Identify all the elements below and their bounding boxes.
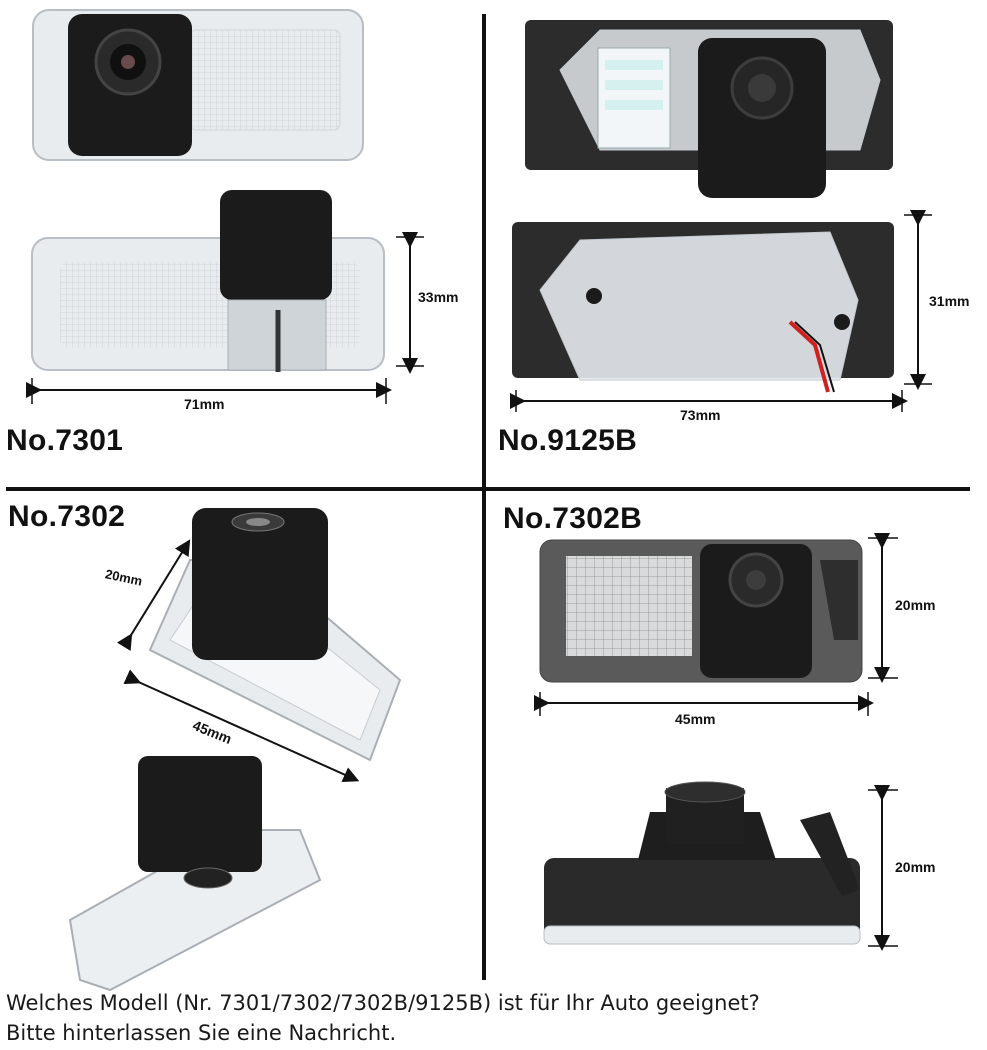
vertical-divider [482, 14, 486, 980]
dimension-label-9125b-height: 31mm [929, 293, 970, 309]
dimension-label-7302b-width: 45mm [675, 711, 716, 727]
model-label-9125b: No.9125B [498, 424, 638, 457]
horizontal-divider [6, 487, 970, 491]
product-7302b-side [543, 781, 861, 945]
product-7302b-top [539, 539, 863, 683]
dimension-label-7301-width: 71mm [184, 396, 225, 412]
product-7302-bottom [68, 756, 322, 992]
caption-line-1: Welches Modell (Nr. 7301/7302/7302B/9125… [6, 991, 760, 1015]
product-9125b-back [512, 222, 894, 393]
dimension-label-7302b-side-height: 20mm [895, 859, 936, 875]
model-label-7301: No.7301 [6, 424, 124, 457]
caption-line-2: Bitte hinterlassen Sie eine Nachricht. [6, 1021, 397, 1045]
dimension-lines-9125b [510, 210, 932, 412]
dimension-lines-7302b [534, 533, 898, 951]
dimension-label-7301-height: 33mm [418, 289, 459, 305]
product-7301-back [31, 190, 385, 372]
product-7301-front [32, 9, 364, 161]
model-label-7302b: No.7302B [503, 502, 643, 535]
product-9125b-front [525, 20, 893, 198]
dimension-label-9125b-width: 73mm [680, 407, 721, 423]
caption: Welches Modell (Nr. 7301/7302/7302B/9125… [6, 988, 981, 1048]
dimension-lines-7301 [26, 232, 424, 404]
model-label-7302: No.7302 [8, 500, 126, 533]
product-7302-top [148, 508, 402, 762]
dimension-lines-7302 [116, 539, 360, 783]
dimension-label-7302b-height: 20mm [895, 597, 936, 613]
